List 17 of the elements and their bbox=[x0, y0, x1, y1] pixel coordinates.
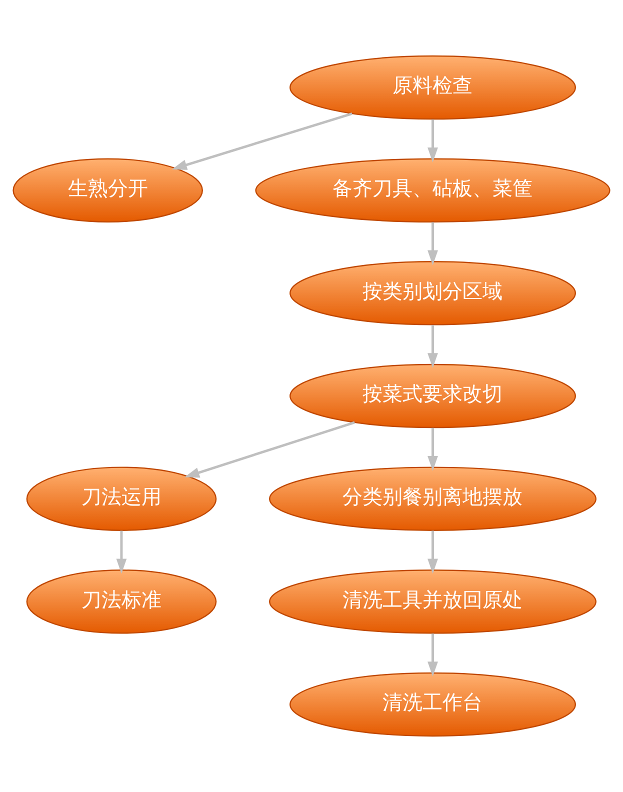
arrow bbox=[428, 325, 438, 368]
node-ellipse: 原料检查 bbox=[290, 55, 576, 120]
node-ellipse: 清洗工作台 bbox=[290, 672, 576, 737]
node-ellipse: 按类别划分区域 bbox=[290, 261, 576, 326]
arrow bbox=[428, 428, 438, 471]
arrow bbox=[172, 112, 352, 170]
node-ellipse: 分类别餐别离地摆放 bbox=[269, 466, 596, 531]
arrow bbox=[116, 530, 127, 574]
node-ellipse: 按菜式要求改切 bbox=[290, 364, 576, 428]
arrow bbox=[184, 421, 355, 478]
arrow bbox=[428, 222, 438, 266]
arrow bbox=[428, 634, 438, 677]
arrow bbox=[428, 530, 438, 574]
node-ellipse: 备齐刀具、砧板、菜筐 bbox=[255, 158, 610, 222]
arrow bbox=[428, 119, 438, 162]
node-ellipse: 清洗工具并放回原处 bbox=[269, 570, 596, 634]
node-ellipse: 刀法标准 bbox=[26, 570, 217, 634]
